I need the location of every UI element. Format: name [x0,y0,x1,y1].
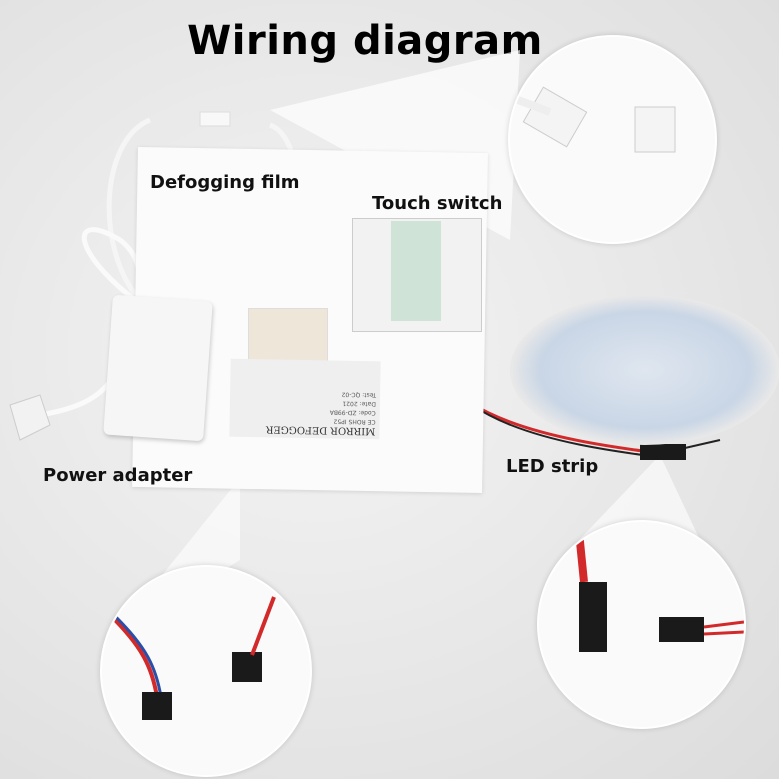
zoom-circle-strip-connector [537,520,746,729]
touch-switch-module [352,218,482,332]
zoom-circle-adapter-connector [100,565,312,777]
power-plug-icon [9,394,51,441]
label-power-adapter: Power adapter [43,465,193,486]
inline-connector [199,111,231,127]
power-adapter-box [103,294,213,442]
strip-connector [640,444,686,460]
page-title: Wiring diagram [187,18,543,64]
switch-pcb [391,221,441,321]
product-sticker: MIRROR DEFOGGER CE ROHS IP52 Code: ZD-99… [229,358,381,440]
zoom-circle-inline-connector [508,35,717,244]
label-touch-switch: Touch switch [372,193,503,214]
led-strip-reel [510,295,779,445]
defogging-film-pad [248,308,328,362]
label-led-strip: LED strip [506,456,599,477]
label-defogging-film: Defogging film [150,172,300,193]
